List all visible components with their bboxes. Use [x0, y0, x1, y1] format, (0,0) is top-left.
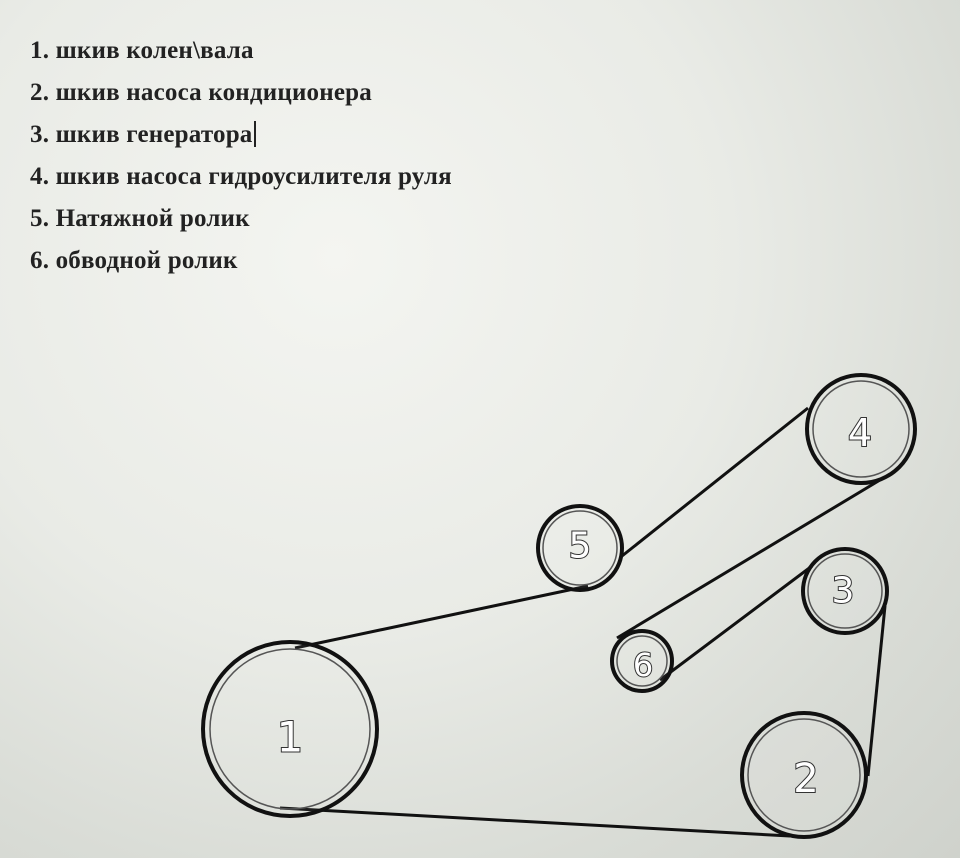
belt-segment-2-1 [279, 806, 791, 838]
legend-item-6: 6. обводной ролик [30, 247, 238, 274]
pulley-3-label: 3 [832, 571, 855, 612]
legend-item-1: 1. шкив колен\вала [30, 37, 254, 64]
pulley-1-label: 1 [277, 713, 304, 762]
pulley-3: 3 [801, 547, 889, 635]
belt-segment-3-2 [866, 605, 887, 777]
pulley-1: 1 [201, 640, 379, 818]
pulley-6: 6 [610, 629, 674, 693]
pulley-4: 4 [805, 373, 917, 485]
legend-item-2: 2. шкив насоса кондиционера [30, 79, 372, 106]
belt-segment-6-3 [659, 564, 813, 682]
belt-segment-5-4 [621, 406, 809, 558]
pulley-5-label: 5 [569, 526, 592, 567]
pulley-5: 5 [536, 504, 624, 592]
pulley-2-label: 2 [793, 756, 818, 802]
pulley-6-label: 6 [633, 646, 653, 684]
legend-list: 1. шкив колен\вала 2. шкив насоса кондиц… [30, 30, 452, 282]
text-cursor [253, 121, 256, 147]
belt-segment-4-6 [616, 478, 881, 640]
legend-item-3: 3. шкив генератора [30, 114, 452, 156]
legend-item-5: 5. Натяжной ролик [30, 205, 250, 232]
legend-item-4: 4. шкив насоса гидроусилителя руля [30, 163, 452, 190]
pulley-2: 2 [740, 711, 868, 839]
belt-segment-1-5 [294, 584, 589, 650]
pulley-4-label: 4 [848, 411, 872, 455]
